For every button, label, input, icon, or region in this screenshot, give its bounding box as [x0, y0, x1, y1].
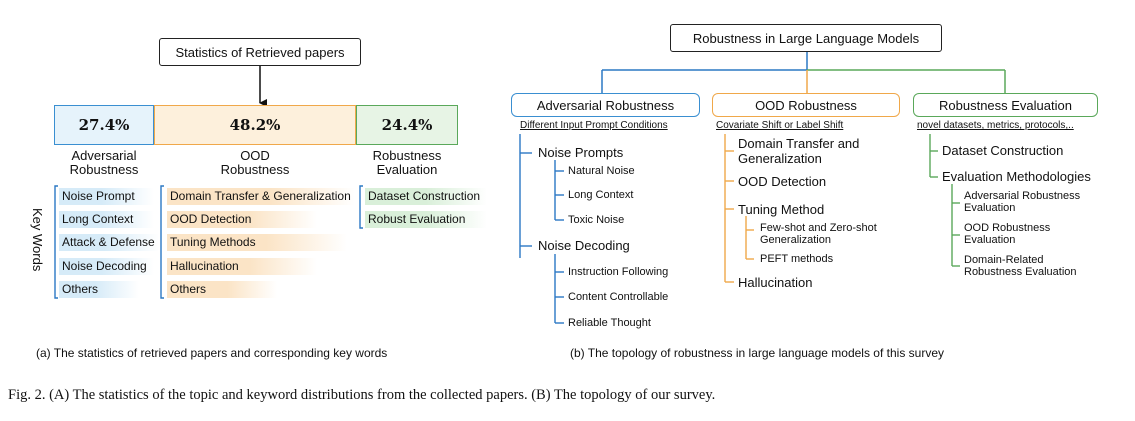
node-reliable-thought: Reliable Thought — [568, 317, 651, 329]
adversarial-tree-lines — [519, 134, 564, 324]
node-domain-transfer-line1: Domain Transfer and — [738, 136, 860, 151]
node-domain-evaluation: Domain-Related Robustness Evaluation — [964, 254, 1077, 278]
caption-b: (b) The topology of robustness in large … — [570, 346, 944, 360]
kw-ood-0: Domain Transfer & Generalization — [167, 188, 355, 205]
stat-adversarial: 27.4% — [54, 105, 154, 145]
node-ood-evaluation-line1: OOD Robustness — [964, 222, 1051, 234]
stat-evaluation: 24.4% — [356, 105, 458, 145]
node-evaluation-methodologies: Evaluation Methodologies — [942, 169, 1091, 184]
subtitle-ood: Covariate Shift or Label Shift — [716, 120, 844, 131]
node-few-shot-line1: Few-shot and Zero-shot — [760, 222, 877, 234]
label-evaluation: Robustness Evaluation — [356, 149, 458, 177]
category-ood: OOD Robustness — [712, 93, 900, 117]
subtitle-adversarial: Different Input Prompt Conditions — [520, 120, 668, 131]
node-hallucination: Hallucination — [738, 275, 813, 290]
node-few-shot: Few-shot and Zero-shot Generalization — [760, 222, 877, 246]
kw-ood-3: Hallucination — [167, 258, 317, 275]
node-long-context: Long Context — [568, 189, 634, 201]
category-adversarial: Adversarial Robustness — [511, 93, 700, 117]
keywords-label: Key Words — [30, 208, 45, 272]
stats-title-box: Statistics of Retrieved papers — [159, 38, 361, 66]
stat-adversarial-value: 27.4% — [78, 116, 130, 134]
label-adversarial-line1: Adversarial — [71, 148, 137, 163]
kw-adversarial-0: Noise Prompt — [59, 188, 154, 205]
label-adversarial-line2: Robustness — [69, 162, 139, 177]
kw-ood-4: Others — [167, 281, 277, 298]
stats-title: Statistics of Retrieved papers — [175, 44, 345, 60]
node-domain-evaluation-line2: Robustness Evaluation — [964, 266, 1077, 278]
kw-ood-2: Tuning Methods — [167, 234, 347, 251]
node-ood-evaluation-line2: Evaluation — [964, 234, 1016, 246]
label-evaluation-line1: Robustness — [372, 148, 442, 163]
category-evaluation: Robustness Evaluation — [913, 93, 1098, 117]
kw-evaluation-1: Robust Evaluation — [365, 211, 487, 228]
node-few-shot-line2: Generalization — [760, 234, 831, 246]
node-ood-evaluation: OOD Robustness Evaluation — [964, 222, 1050, 246]
node-instruction-following: Instruction Following — [568, 266, 669, 278]
bracket-ood — [160, 185, 164, 299]
category-ood-title: OOD Robustness — [755, 97, 857, 113]
kw-adversarial-3: Noise Decoding — [59, 258, 154, 275]
node-toxic-noise: Toxic Noise — [568, 214, 625, 226]
node-domain-transfer: Domain Transfer and Generalization — [738, 136, 859, 166]
node-domain-evaluation-line1: Domain-Related — [964, 254, 1044, 266]
category-adversarial-title: Adversarial Robustness — [536, 97, 675, 113]
node-adversarial-evaluation-line2: Evaluation — [964, 202, 1016, 214]
label-adversarial: Adversarial Robustness — [54, 149, 154, 177]
subtitle-evaluation: novel datasets, metrics, protocols,.. — [917, 120, 1074, 131]
kw-adversarial-4: Others — [59, 281, 139, 298]
stat-ood-value: 48.2% — [229, 116, 281, 134]
bracket-evaluation — [359, 185, 363, 229]
node-noise-decoding: Noise Decoding — [538, 238, 630, 253]
category-evaluation-title: Robustness Evaluation — [939, 97, 1072, 113]
stat-ood: 48.2% — [154, 105, 356, 145]
node-adversarial-evaluation-line1: Adversarial Robustness — [964, 190, 1081, 202]
node-adversarial-evaluation: Adversarial Robustness Evaluation — [964, 190, 1080, 214]
bracket-adversarial — [54, 185, 58, 299]
caption-a: (a) The statistics of retrieved papers a… — [36, 346, 388, 360]
evaluation-tree-lines — [929, 134, 960, 267]
node-domain-transfer-line2: Generalization — [738, 151, 822, 166]
topology-title-box: Robustness in Large Language Models — [670, 24, 942, 52]
node-tuning-method: Tuning Method — [738, 202, 825, 217]
label-evaluation-line2: Evaluation — [376, 162, 438, 177]
ood-tree-lines — [724, 134, 754, 283]
node-content-controllable: Content Controllable — [568, 291, 669, 303]
node-ood-detection: OOD Detection — [738, 174, 827, 189]
label-ood: OOD Robustness — [154, 149, 356, 177]
kw-ood-1: OOD Detection — [167, 211, 317, 228]
node-natural-noise: Natural Noise — [568, 165, 635, 177]
node-dataset-construction: Dataset Construction — [942, 143, 1064, 158]
stat-evaluation-value: 24.4% — [381, 116, 433, 134]
kw-adversarial-2: Attack & Defense — [59, 234, 159, 251]
label-ood-line2: Robustness — [220, 162, 290, 177]
kw-adversarial-1: Long Context — [59, 211, 154, 228]
figure-caption: Fig. 2. (A) The statistics of the topic … — [8, 387, 716, 403]
node-noise-prompts: Noise Prompts — [538, 145, 624, 160]
node-peft-methods: PEFT methods — [760, 253, 834, 265]
kw-evaluation-0: Dataset Construction — [365, 188, 487, 205]
topology-title: Robustness in Large Language Models — [692, 30, 920, 46]
label-ood-line1: OOD — [240, 148, 270, 163]
